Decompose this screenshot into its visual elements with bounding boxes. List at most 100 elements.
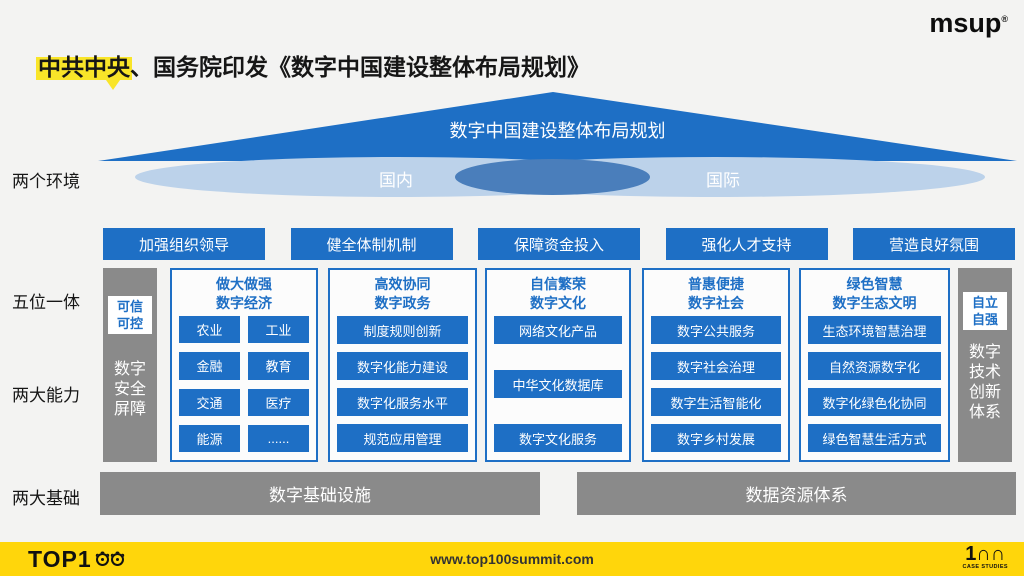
safeguard-institutions: 健全体制机制 <box>290 228 453 260</box>
title-highlight-box <box>36 57 132 80</box>
title-highlight-tail <box>106 80 120 90</box>
panel-header-line: 做大做强 <box>216 276 272 292</box>
panel-item: 数字公共服务 <box>651 316 781 344</box>
panel-digital-society: 普惠便捷 数字社会 数字公共服务 数字社会治理 数字生活智能化 数字乡村发展 <box>642 268 790 462</box>
panel-header: 做大做强 数字经济 <box>172 270 316 314</box>
safeguard-funding: 保障资金投入 <box>478 228 640 260</box>
badge-line: 可信 <box>116 299 143 314</box>
pillar-title-line: 体系 <box>968 404 1001 421</box>
page-title: 中共中央、国务院印发《数字中国建设整体布局规划》 <box>38 48 590 82</box>
panel-header: 绿色智慧 数字生态文明 <box>801 270 948 314</box>
panel-header-line: 绿色智慧 <box>846 276 903 292</box>
panel-grid: 农业 工业 金融 教育 交通 医疗 能源 ...... <box>172 314 316 460</box>
msup-logo-text: msup <box>929 8 1002 38</box>
panel-digital-eco-civilization: 绿色智慧 数字生态文明 生态环境智慧治理 自然资源数字化 数字化绿色化协同 绿色… <box>799 268 950 462</box>
panel-header-line: 数字社会 <box>688 295 744 311</box>
pillar-title-line: 安全 <box>113 381 146 398</box>
panel-body: 网络文化产品 中华文化数据库 数字文化服务 <box>487 314 629 460</box>
panel-header-line: 数字经济 <box>216 295 272 311</box>
panel-item: 自然资源数字化 <box>808 352 941 380</box>
safeguards-row: 加强组织领导 健全体制机制 保障资金投入 强化人才支持 营造良好氛围 <box>103 228 1015 260</box>
footer-url: www.top100summit.com <box>430 551 594 567</box>
panel-item: 数字社会治理 <box>651 352 781 380</box>
pillar-title-line: 数字 <box>968 344 1001 361</box>
panel-item: 数字化能力建设 <box>337 352 468 380</box>
panel-item: 中华文化数据库 <box>494 370 622 398</box>
panel-item: 生态环境智慧治理 <box>808 316 941 344</box>
side-label-five-in-one: 五位一体 <box>12 293 80 312</box>
panel-item: 数字化服务水平 <box>337 388 468 416</box>
badge-line: 自强 <box>971 312 998 327</box>
panel-item: 规范应用管理 <box>337 424 468 452</box>
eye-icon <box>95 553 109 566</box>
panel-header-line: 自信繁荣 <box>530 276 586 292</box>
registered-mark-icon: ® <box>1001 14 1008 24</box>
grid-item-energy: 能源 <box>179 424 240 452</box>
foundation-data-resource-system: 数据资源体系 <box>577 472 1016 515</box>
panel-header: 自信繁荣 数字文化 <box>487 270 629 314</box>
panel-header-line: 数字政务 <box>374 295 431 311</box>
top100-logo: TOP1 <box>28 546 124 573</box>
panel-digital-economy: 做大做强 数字经济 农业 工业 金融 教育 交通 医疗 能源 ...... <box>170 268 318 462</box>
panel-item: 数字乡村发展 <box>651 424 781 452</box>
panel-item: 网络文化产品 <box>494 316 622 344</box>
side-label-two-environments: 两个环境 <box>12 172 80 191</box>
pillar-title-line: 屏障 <box>113 401 146 418</box>
grid-item-agriculture: 农业 <box>179 316 240 344</box>
security-pillar-title: 数字 安全 屏障 <box>114 360 146 420</box>
grid-item-medical: 医疗 <box>248 388 309 416</box>
panel-item: 数字生活智能化 <box>651 388 781 416</box>
safeguard-talent: 强化人才支持 <box>665 228 828 260</box>
msup-logo: msup® <box>929 8 1008 39</box>
panel-header: 高效协同 数字政务 <box>330 270 475 314</box>
panel-item: 绿色智慧生活方式 <box>808 424 941 452</box>
panel-header-line: 普惠便捷 <box>688 276 744 292</box>
title-rest-text: 、国务院印发《数字中国建设整体布局规划》 <box>130 54 590 80</box>
panel-body: 数字公共服务 数字社会治理 数字生活智能化 数字乡村发展 <box>644 314 788 460</box>
grid-item-ellipsis: ...... <box>248 424 309 452</box>
panel-header: 普惠便捷 数字社会 <box>644 270 788 314</box>
panel-item: 制度规则创新 <box>337 316 468 344</box>
pyramid-triangle-shape <box>98 92 1017 161</box>
grid-item-finance: 金融 <box>179 352 240 380</box>
case-studies-logo-caption: CASE STUDIES <box>962 564 1008 570</box>
side-label-two-foundations: 两大基础 <box>12 489 80 508</box>
top100-eyes-icon <box>94 553 124 566</box>
safeguard-atmosphere: 营造良好氛围 <box>853 228 1015 260</box>
panel-item: 数字文化服务 <box>494 424 622 452</box>
case-studies-logo-number: 1∩∩ <box>965 543 1006 565</box>
panel-body: 生态环境智慧治理 自然资源数字化 数字化绿色化协同 绿色智慧生活方式 <box>801 314 948 460</box>
tech-innovation-pillar: 自立 自强 数字 技术 创新 体系 <box>958 268 1012 462</box>
foundation-digital-infrastructure: 数字基础设施 <box>100 472 540 515</box>
pillar-title-line: 数字 <box>113 361 146 378</box>
international-label: 国际 <box>706 171 740 190</box>
panel-digital-government: 高效协同 数字政务 制度规则创新 数字化能力建设 数字化服务水平 规范应用管理 <box>328 268 477 462</box>
side-label-two-capabilities: 两大能力 <box>12 386 80 405</box>
safeguard-organization: 加强组织领导 <box>103 228 265 260</box>
footer-bar: TOP1 www.top100summit.com 1∩∩ CASE STUDI… <box>0 542 1024 576</box>
panel-header-line: 高效协同 <box>374 276 431 292</box>
badge-line: 可控 <box>116 316 143 331</box>
overlap-ellipse <box>455 159 650 195</box>
pillar-title-line: 技术 <box>968 364 1001 381</box>
title-highlight-text: 中共中央 <box>38 54 130 80</box>
panel-item: 数字化绿色化协同 <box>808 388 941 416</box>
security-pillar-badge: 可信 可控 <box>108 296 152 334</box>
top100-logo-text: TOP1 <box>28 546 92 572</box>
grid-item-education: 教育 <box>248 352 309 380</box>
panel-header-line: 数字文化 <box>530 295 586 311</box>
panel-body: 制度规则创新 数字化能力建设 数字化服务水平 规范应用管理 <box>330 314 475 460</box>
grid-item-transport: 交通 <box>179 388 240 416</box>
case-studies-logo: 1∩∩ CASE STUDIES <box>962 543 1008 570</box>
pillar-title-line: 创新 <box>968 384 1001 401</box>
pyramid-label: 数字中国建设整体布局规划 <box>449 121 666 141</box>
grid-item-industry: 工业 <box>248 316 309 344</box>
panel-header-line: 数字生态文明 <box>832 295 917 311</box>
badge-line: 自立 <box>971 295 998 310</box>
eye-icon <box>110 553 124 566</box>
tech-pillar-title: 数字 技术 创新 体系 <box>969 343 1001 423</box>
security-pillar: 可信 可控 数字 安全 屏障 <box>103 268 157 462</box>
panel-digital-culture: 自信繁荣 数字文化 网络文化产品 中华文化数据库 数字文化服务 <box>485 268 631 462</box>
tech-pillar-badge: 自立 自强 <box>963 292 1007 330</box>
